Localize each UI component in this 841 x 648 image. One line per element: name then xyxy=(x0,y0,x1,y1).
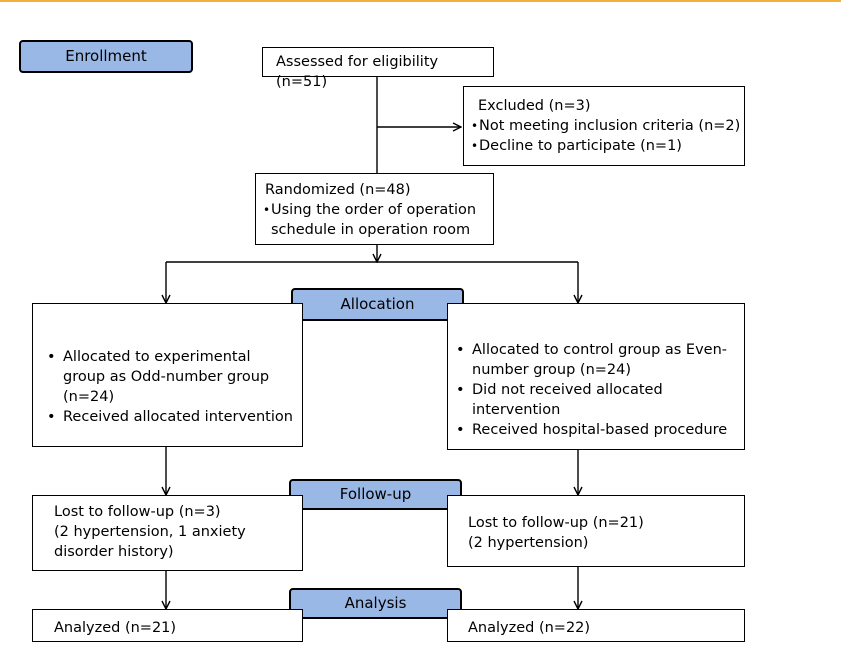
control-analyzed-box: Analyzed (n=22) xyxy=(447,609,745,642)
control-allocation-box: Allocated to control group as Even-numbe… xyxy=(447,303,745,450)
experimental-allocation-item: Allocated to experimental group as Odd-n… xyxy=(39,347,294,407)
experimental-allocation-box: Allocated to experimental group as Odd-n… xyxy=(32,303,303,447)
randomized-method-item: Using the order of operation schedule in… xyxy=(263,200,493,240)
experimental-analyzed-box: Analyzed (n=21) xyxy=(32,609,303,642)
experimental-allocation-item: Received allocated intervention xyxy=(39,407,294,427)
control-followup-box: Lost to follow-up (n=21) (2 hypertension… xyxy=(447,495,745,567)
randomized-box: Randomized (n=48) Using the order of ope… xyxy=(255,173,494,245)
control-allocation-item: Allocated to control group as Even-numbe… xyxy=(448,340,740,380)
experimental-followup-reasons: (2 hypertension, 1 anxiety disorder hist… xyxy=(54,524,246,560)
stage-allocation: Allocation xyxy=(291,288,464,321)
control-analyzed-text: Analyzed (n=22) xyxy=(468,620,591,636)
stage-analysis: Analysis xyxy=(289,588,462,619)
control-allocation-item: Did not received allocated intervention xyxy=(448,380,740,420)
randomized-title: Randomized (n=48) xyxy=(265,182,411,198)
experimental-followup-lost: Lost to follow-up (n=3) xyxy=(54,504,221,520)
excluded-reason-item: Decline to participate (n=1) xyxy=(471,136,744,156)
excluded-title: Excluded (n=3) xyxy=(478,98,591,114)
top-divider xyxy=(0,0,841,2)
assessed-box: Assessed for eligibility (n=51) xyxy=(262,47,494,90)
experimental-analyzed-text: Analyzed (n=21) xyxy=(54,620,177,636)
assessed-text: Assessed for eligibility (n=51) xyxy=(276,54,439,90)
excluded-reason-item: Not meeting inclusion criteria (n=2) xyxy=(471,116,744,136)
stage-followup: Follow-up xyxy=(289,479,462,510)
randomized-method: Using the order of operation schedule in… xyxy=(263,200,493,240)
control-followup-lost: Lost to follow-up (n=21) xyxy=(468,515,644,531)
experimental-followup-box: Lost to follow-up (n=3) (2 hypertension,… xyxy=(32,495,303,571)
control-allocation-list: Allocated to control group as Even-numbe… xyxy=(448,340,740,440)
control-followup-reasons: (2 hypertension) xyxy=(468,535,589,551)
control-allocation-item: Received hospital-based procedure xyxy=(448,420,740,440)
excluded-box: Excluded (n=3) Not meeting inclusion cri… xyxy=(463,86,745,166)
excluded-reasons: Not meeting inclusion criteria (n=2) Dec… xyxy=(471,116,744,156)
experimental-allocation-list: Allocated to experimental group as Odd-n… xyxy=(39,347,294,427)
stage-enrollment: Enrollment xyxy=(19,40,193,73)
